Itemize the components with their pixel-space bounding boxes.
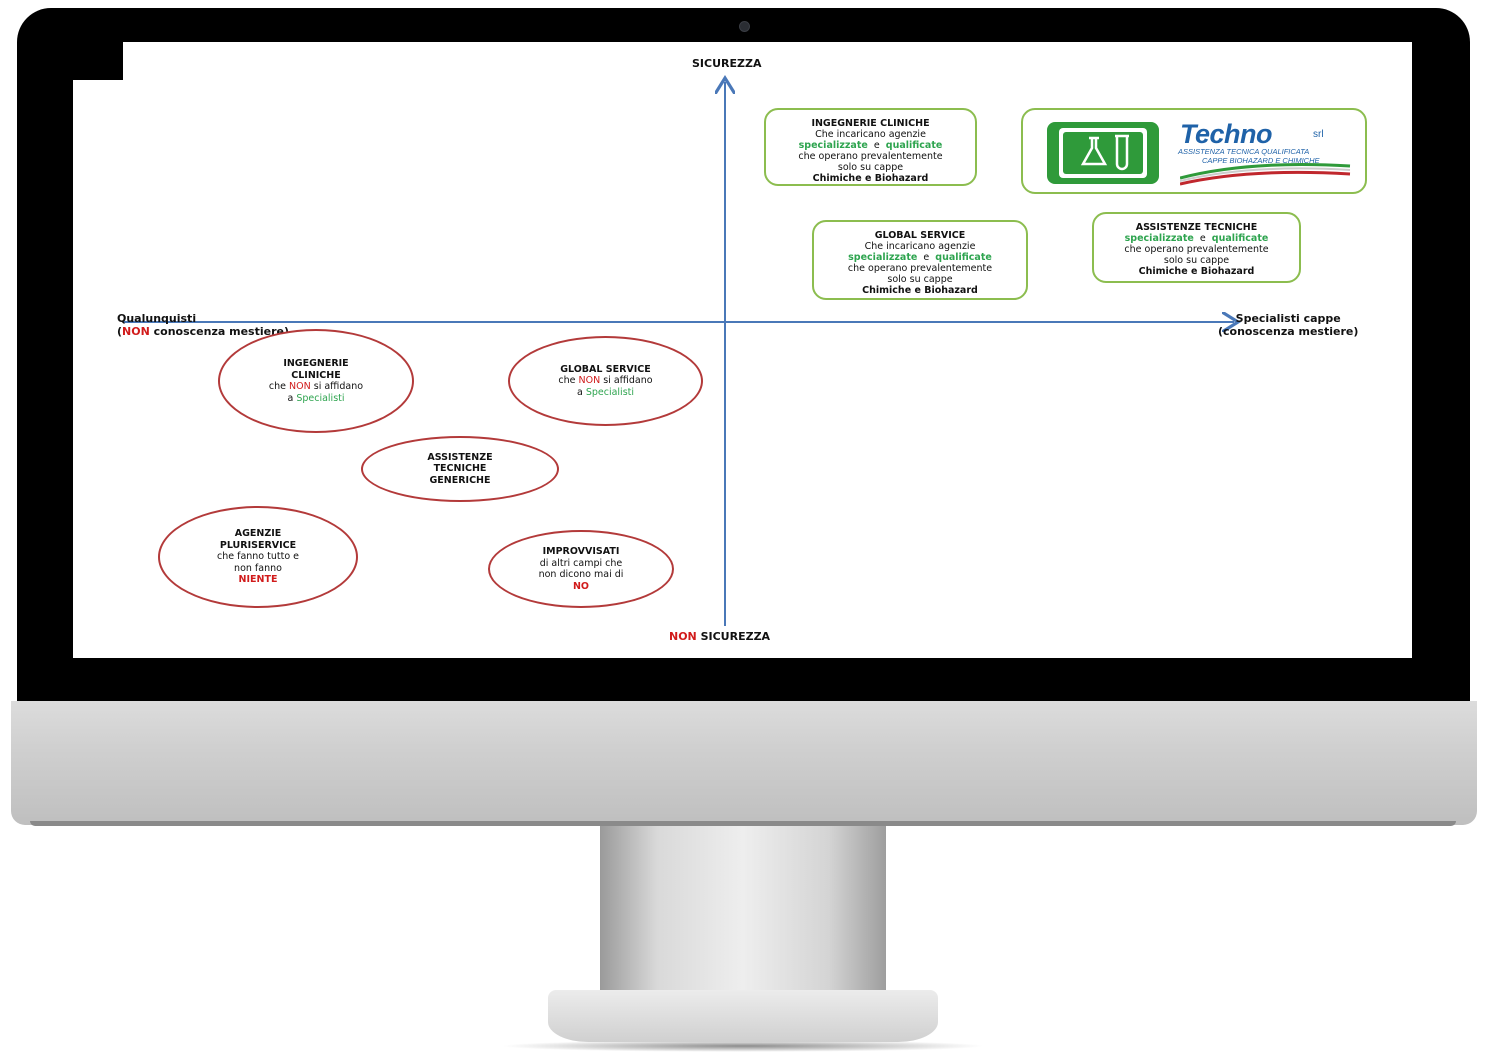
axis-label-bottom: NON SICUREZZA <box>669 630 770 643</box>
box-line-green: specializzate e qualificate <box>766 140 975 151</box>
text: che <box>268 381 290 392</box>
ellipse-line: AGENZIE <box>234 528 282 540</box>
ellipse-global-service: GLOBAL SERVICE che NON si affidano a Spe… <box>508 336 703 426</box>
box-assistenze-tecniche: ASSISTENZE TECNICHE specializzate e qual… <box>1092 212 1301 283</box>
box-line: Che incaricano agenzie <box>815 129 926 140</box>
ellipse-line: a Specialisti <box>510 387 701 399</box>
box-line-green: specializzate e qualificate <box>814 252 1026 263</box>
box-line: Chimiche e Biohazard <box>812 173 929 184</box>
box-line: Chimiche e Biohazard <box>862 285 978 296</box>
box-global-service: GLOBAL SERVICE Che incaricano agenzie sp… <box>812 220 1028 300</box>
box-line: che operano prevalentemente <box>847 263 993 274</box>
box-line: solo su cappe <box>887 274 953 285</box>
box-title: INGEGNERIE CLINICHE <box>811 118 930 129</box>
tricolor-swoosh-icon <box>1180 163 1351 186</box>
text: a <box>576 386 586 398</box>
ellipse-agenzie-pluriservice: AGENZIE PLURISERVICE che fanno tutto e n… <box>158 506 358 608</box>
green-word: qualificate <box>885 140 943 151</box>
axis-label-top: SICUREZZA <box>692 57 762 70</box>
logo-subtitle-2: CAPPE BIOHAZARD E CHIMICHE <box>1202 156 1320 165</box>
screen-corner <box>73 42 123 80</box>
box-line: che operano prevalentemente <box>1124 244 1269 255</box>
ellipse-improvvisati: IMPROVVISATI di altri campi che non dico… <box>488 530 674 608</box>
ellipse-line: TECNICHE <box>433 463 487 475</box>
green-word: Specialisti <box>585 386 635 398</box>
red-word: NIENTE <box>238 574 278 586</box>
webcam-icon <box>739 21 750 32</box>
axis-label-bottom-red: NON <box>669 630 697 643</box>
green-word: qualificate <box>1211 233 1269 244</box>
green-word: specializzate <box>798 140 868 151</box>
axis-label-right-line2: (conoscenza mestiere) <box>1218 325 1359 338</box>
ellipse-line: GENERICHE <box>429 474 491 486</box>
ellipse-line: PLURISERVICE <box>219 539 297 551</box>
box-title: GLOBAL SERVICE <box>874 230 966 241</box>
ellipse-line: non dicono mai di <box>538 569 624 580</box>
text: si affidano <box>600 375 653 387</box>
axis-label-bottom-rest: SICUREZZA <box>696 630 771 643</box>
box-line: che operano prevalentemente <box>798 151 943 162</box>
monitor-stand <box>600 826 886 1021</box>
logo-srl: srl <box>1313 129 1324 140</box>
ellipse-assistenze-generiche: ASSISTENZE TECNICHE GENERICHE <box>361 436 559 502</box>
green-word: Specialisti <box>296 392 345 404</box>
green-word: specializzate <box>1124 233 1194 244</box>
ellipse-line: IMPROVVISATI <box>542 546 620 557</box>
box-line: solo su cappe <box>837 162 904 173</box>
green-word: qualificate <box>935 252 992 263</box>
flask-icon <box>1047 122 1159 184</box>
axis-label-left: Qualunquisti (NON conoscenza mestiere) <box>117 312 289 338</box>
monitor-chin-edge <box>30 821 1456 826</box>
ellipse-line: CLINICHE <box>291 369 341 381</box>
red-word: NON <box>578 375 601 387</box>
text: si affidano <box>310 381 364 392</box>
ellipse-line: a Specialisti <box>220 393 412 405</box>
ellipse-line: GLOBAL SERVICE <box>560 363 651 375</box>
monitor-stand-foot <box>548 990 938 1042</box>
axis-label-right-line1: Specialisti cappe <box>1235 312 1341 325</box>
ellipse-line: che fanno tutto e <box>216 551 300 563</box>
box-title: ASSISTENZE TECNICHE <box>1135 222 1258 233</box>
ellipse-ingegnerie-cliniche: INGEGNERIE CLINICHE che NON si affidano … <box>218 329 414 433</box>
green-word: specializzate <box>848 252 918 263</box>
monitor-chin <box>11 701 1477 825</box>
text: che <box>558 375 579 387</box>
conj: e <box>917 252 936 263</box>
logo-subtitle-1: ASSISTENZA TECNICA QUALIFICATA <box>1178 147 1310 156</box>
conj: e <box>867 140 886 151</box>
axis-label-left-open: ( <box>117 325 123 338</box>
box-line-green: specializzate e qualificate <box>1094 233 1299 244</box>
box-line: solo su cappe <box>1163 255 1230 266</box>
ellipse-line: di altri campi che <box>539 557 623 569</box>
text: a <box>287 392 297 404</box>
ellipse-line: INGEGNERIE <box>283 358 349 369</box>
logo-name: Techno <box>1180 119 1273 149</box>
box-ingegnerie-cliniche: INGEGNERIE CLINICHE Che incaricano agenz… <box>764 108 977 186</box>
box-line: Che incaricano agenzie <box>864 241 976 252</box>
red-word: NON <box>289 381 311 392</box>
red-word: NO <box>572 580 590 592</box>
axis-label-left-line1: Qualunquisti <box>117 312 197 325</box>
box-line: Chimiche e Biohazard <box>1138 266 1255 277</box>
ellipse-line: ASSISTENZE <box>427 451 493 463</box>
axis-label-right: Specialisti cappe (conoscenza mestiere) <box>1218 312 1358 338</box>
ellipse-line: non fanno <box>234 562 282 574</box>
ellipse-line: che NON si affidano <box>510 375 701 387</box>
stand-shadow <box>500 1040 986 1052</box>
conj: e <box>1193 233 1212 244</box>
ellipse-line: che NON si affidano <box>220 381 412 393</box>
axis-label-left-red: NON <box>122 325 150 338</box>
